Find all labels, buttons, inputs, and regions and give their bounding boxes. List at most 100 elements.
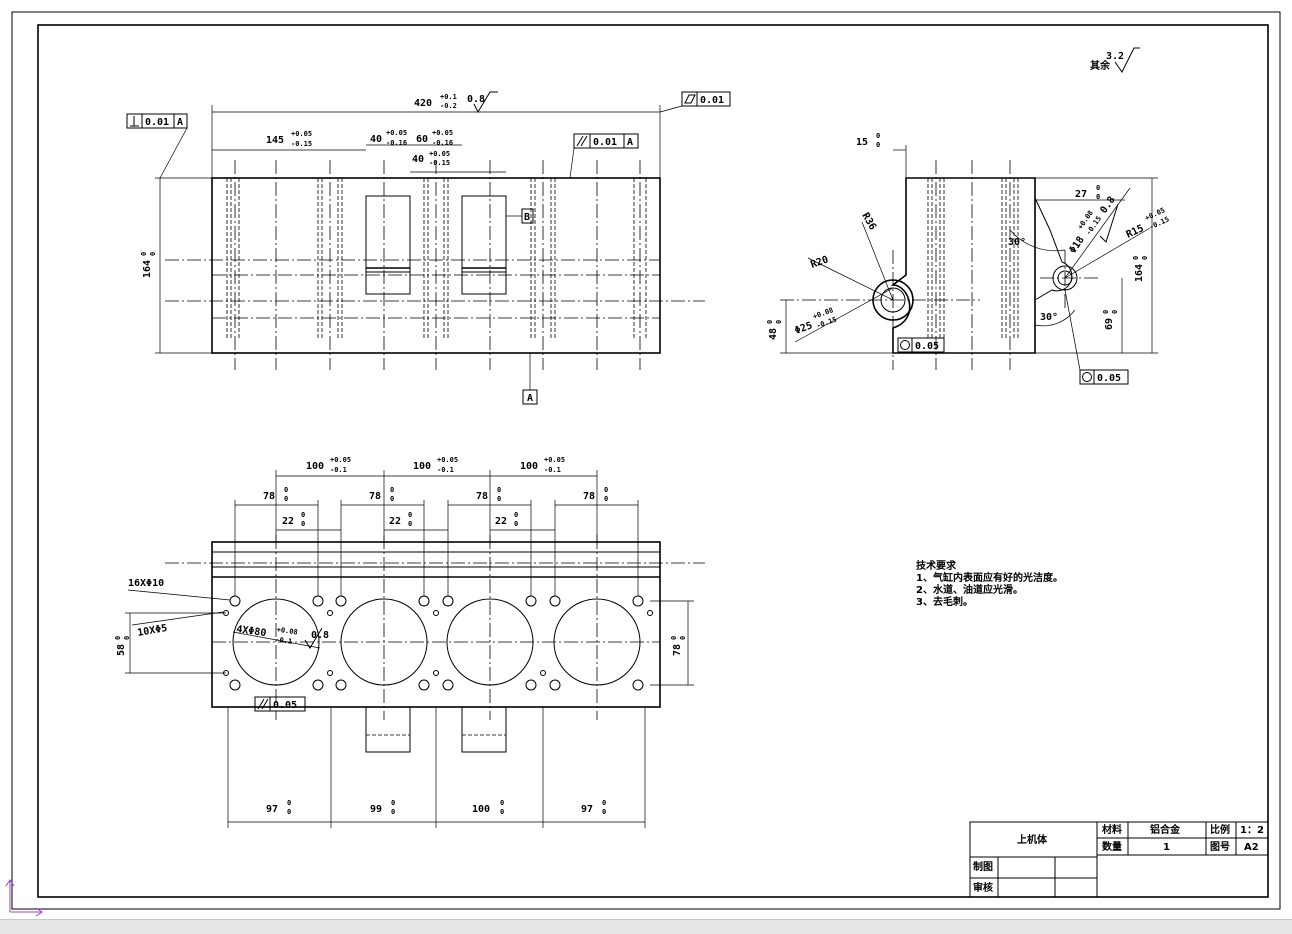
- svg-text:其余: 其余: [1090, 59, 1111, 72]
- svg-text:-0.1: -0.1: [275, 636, 293, 646]
- svg-text:99: 99: [370, 804, 382, 815]
- svg-text:30°: 30°: [1040, 312, 1058, 323]
- svg-text:0: 0: [514, 511, 518, 519]
- svg-text:0: 0: [390, 495, 394, 503]
- svg-text:+0.05: +0.05: [330, 456, 351, 464]
- svg-text:+0.05: +0.05: [386, 129, 407, 137]
- svg-text:100: 100: [306, 461, 324, 472]
- svg-text:-0.15: -0.15: [291, 140, 312, 148]
- svg-text:0: 0: [775, 320, 783, 324]
- svg-text:0: 0: [602, 799, 606, 807]
- svg-text:-0.16: -0.16: [386, 139, 407, 147]
- svg-text:0: 0: [514, 520, 518, 528]
- sheet-inner-border: [37, 24, 1269, 898]
- svg-text:69: 69: [1104, 318, 1115, 330]
- svg-text:R15: R15: [1125, 223, 1146, 241]
- svg-text:0: 0: [284, 495, 288, 503]
- svg-text:-0.15: -0.15: [429, 159, 450, 167]
- svg-text:78: 78: [672, 644, 683, 656]
- svg-text:0: 0: [114, 636, 122, 640]
- svg-text:+0.08: +0.08: [276, 626, 298, 637]
- svg-text:0: 0: [1096, 193, 1100, 201]
- svg-text:22: 22: [389, 516, 401, 527]
- svg-text:0: 0: [391, 799, 395, 807]
- svg-text:0: 0: [497, 486, 501, 494]
- svg-text:0: 0: [301, 520, 305, 528]
- svg-text:R20: R20: [809, 254, 830, 271]
- svg-text:15: 15: [856, 137, 868, 148]
- svg-text:0: 0: [876, 141, 880, 149]
- svg-text:164: 164: [142, 260, 153, 278]
- svg-text:0: 0: [123, 636, 131, 640]
- svg-text:0.05: 0.05: [273, 700, 297, 711]
- tech-requirement-item: 2、水道、油道应光滑。: [916, 583, 1023, 596]
- svg-text:0: 0: [287, 799, 291, 807]
- svg-text:0.05: 0.05: [915, 341, 939, 352]
- sheet-outer-border: [11, 11, 1281, 910]
- svg-text:0: 0: [1141, 256, 1149, 260]
- svg-text:A2: A2: [1244, 842, 1259, 853]
- svg-text:-0.1: -0.1: [330, 466, 347, 474]
- svg-text:100: 100: [413, 461, 431, 472]
- svg-text:97: 97: [266, 804, 278, 815]
- svg-text:0: 0: [500, 808, 504, 816]
- svg-text:78: 78: [476, 491, 488, 502]
- svg-text:0: 0: [287, 808, 291, 816]
- front-view: 420 +0.1 -0.2 0.8 0.01 0.01 A 0.01 A 145…: [126, 91, 731, 405]
- svg-text:40: 40: [412, 154, 424, 165]
- svg-text:4XΦ80: 4XΦ80: [236, 624, 267, 639]
- svg-text:制图: 制图: [973, 860, 993, 873]
- svg-text:100: 100: [472, 804, 490, 815]
- svg-text:铝合金: 铝合金: [1150, 823, 1181, 836]
- status-bar: [0, 919, 1292, 934]
- svg-text:78: 78: [263, 491, 275, 502]
- svg-text:100: 100: [520, 461, 538, 472]
- top-view: 100 +0.05 -0.1 100 +0.05 -0.1 100 +0.05 …: [114, 456, 705, 828]
- svg-text:16XΦ10: 16XΦ10: [128, 578, 164, 589]
- svg-text:0: 0: [679, 636, 687, 640]
- svg-text:0: 0: [876, 132, 880, 140]
- svg-text:0: 0: [284, 486, 288, 494]
- svg-text:+0.1: +0.1: [440, 93, 457, 101]
- svg-text:0: 0: [602, 808, 606, 816]
- svg-text:22: 22: [282, 516, 294, 527]
- svg-text:1: 1: [1163, 842, 1170, 853]
- svg-text:58: 58: [116, 644, 127, 656]
- svg-text:+0.05: +0.05: [432, 129, 453, 137]
- svg-text:0.01: 0.01: [700, 95, 724, 106]
- svg-text:0.8: 0.8: [311, 630, 329, 641]
- svg-text:A: A: [627, 137, 633, 148]
- svg-text:R36: R36: [859, 211, 878, 232]
- svg-text:0: 0: [604, 495, 608, 503]
- general-roughness-symbol: 3.2 其余: [1090, 47, 1140, 73]
- svg-text:60: 60: [416, 134, 428, 145]
- tech-requirements: 技术要求 1、气缸内表面应有好的光洁度。 2、水道、油道应光滑。 3、去毛刺。: [916, 559, 1063, 608]
- svg-text:3.2: 3.2: [1106, 51, 1124, 62]
- svg-text:0: 0: [391, 808, 395, 816]
- svg-text:0: 0: [140, 252, 148, 256]
- svg-text:-0.2: -0.2: [440, 102, 457, 110]
- svg-text:0: 0: [497, 495, 501, 503]
- ucs-axis-icon: [5, 879, 43, 917]
- svg-text:145: 145: [266, 135, 284, 146]
- svg-text:+0.05: +0.05: [291, 130, 312, 138]
- svg-text:0: 0: [1102, 310, 1110, 314]
- svg-text:Φ25: Φ25: [793, 320, 814, 337]
- svg-text:-0.1: -0.1: [544, 466, 561, 474]
- svg-text:B: B: [524, 212, 530, 223]
- svg-text:-0.1: -0.1: [437, 466, 454, 474]
- svg-text:0: 0: [390, 486, 394, 494]
- svg-text:27: 27: [1075, 189, 1087, 200]
- svg-text:+0.05: +0.05: [544, 456, 565, 464]
- svg-text:0: 0: [301, 511, 305, 519]
- title-block: 上机体 材料 铝合金 比例 1：2 数量 1 图号 A2 制图 审核: [969, 821, 1269, 898]
- svg-text:+0.05: +0.05: [429, 150, 450, 158]
- svg-text:比例: 比例: [1210, 823, 1230, 836]
- svg-text:Φ18: Φ18: [1067, 235, 1086, 256]
- part-name: 上机体: [1017, 833, 1048, 846]
- tech-requirement-item: 3、去毛刺。: [916, 595, 973, 608]
- svg-text:164: 164: [1134, 264, 1145, 282]
- tech-requirements-title: 技术要求: [916, 559, 957, 572]
- svg-text:0: 0: [408, 520, 412, 528]
- svg-text:22: 22: [495, 516, 507, 527]
